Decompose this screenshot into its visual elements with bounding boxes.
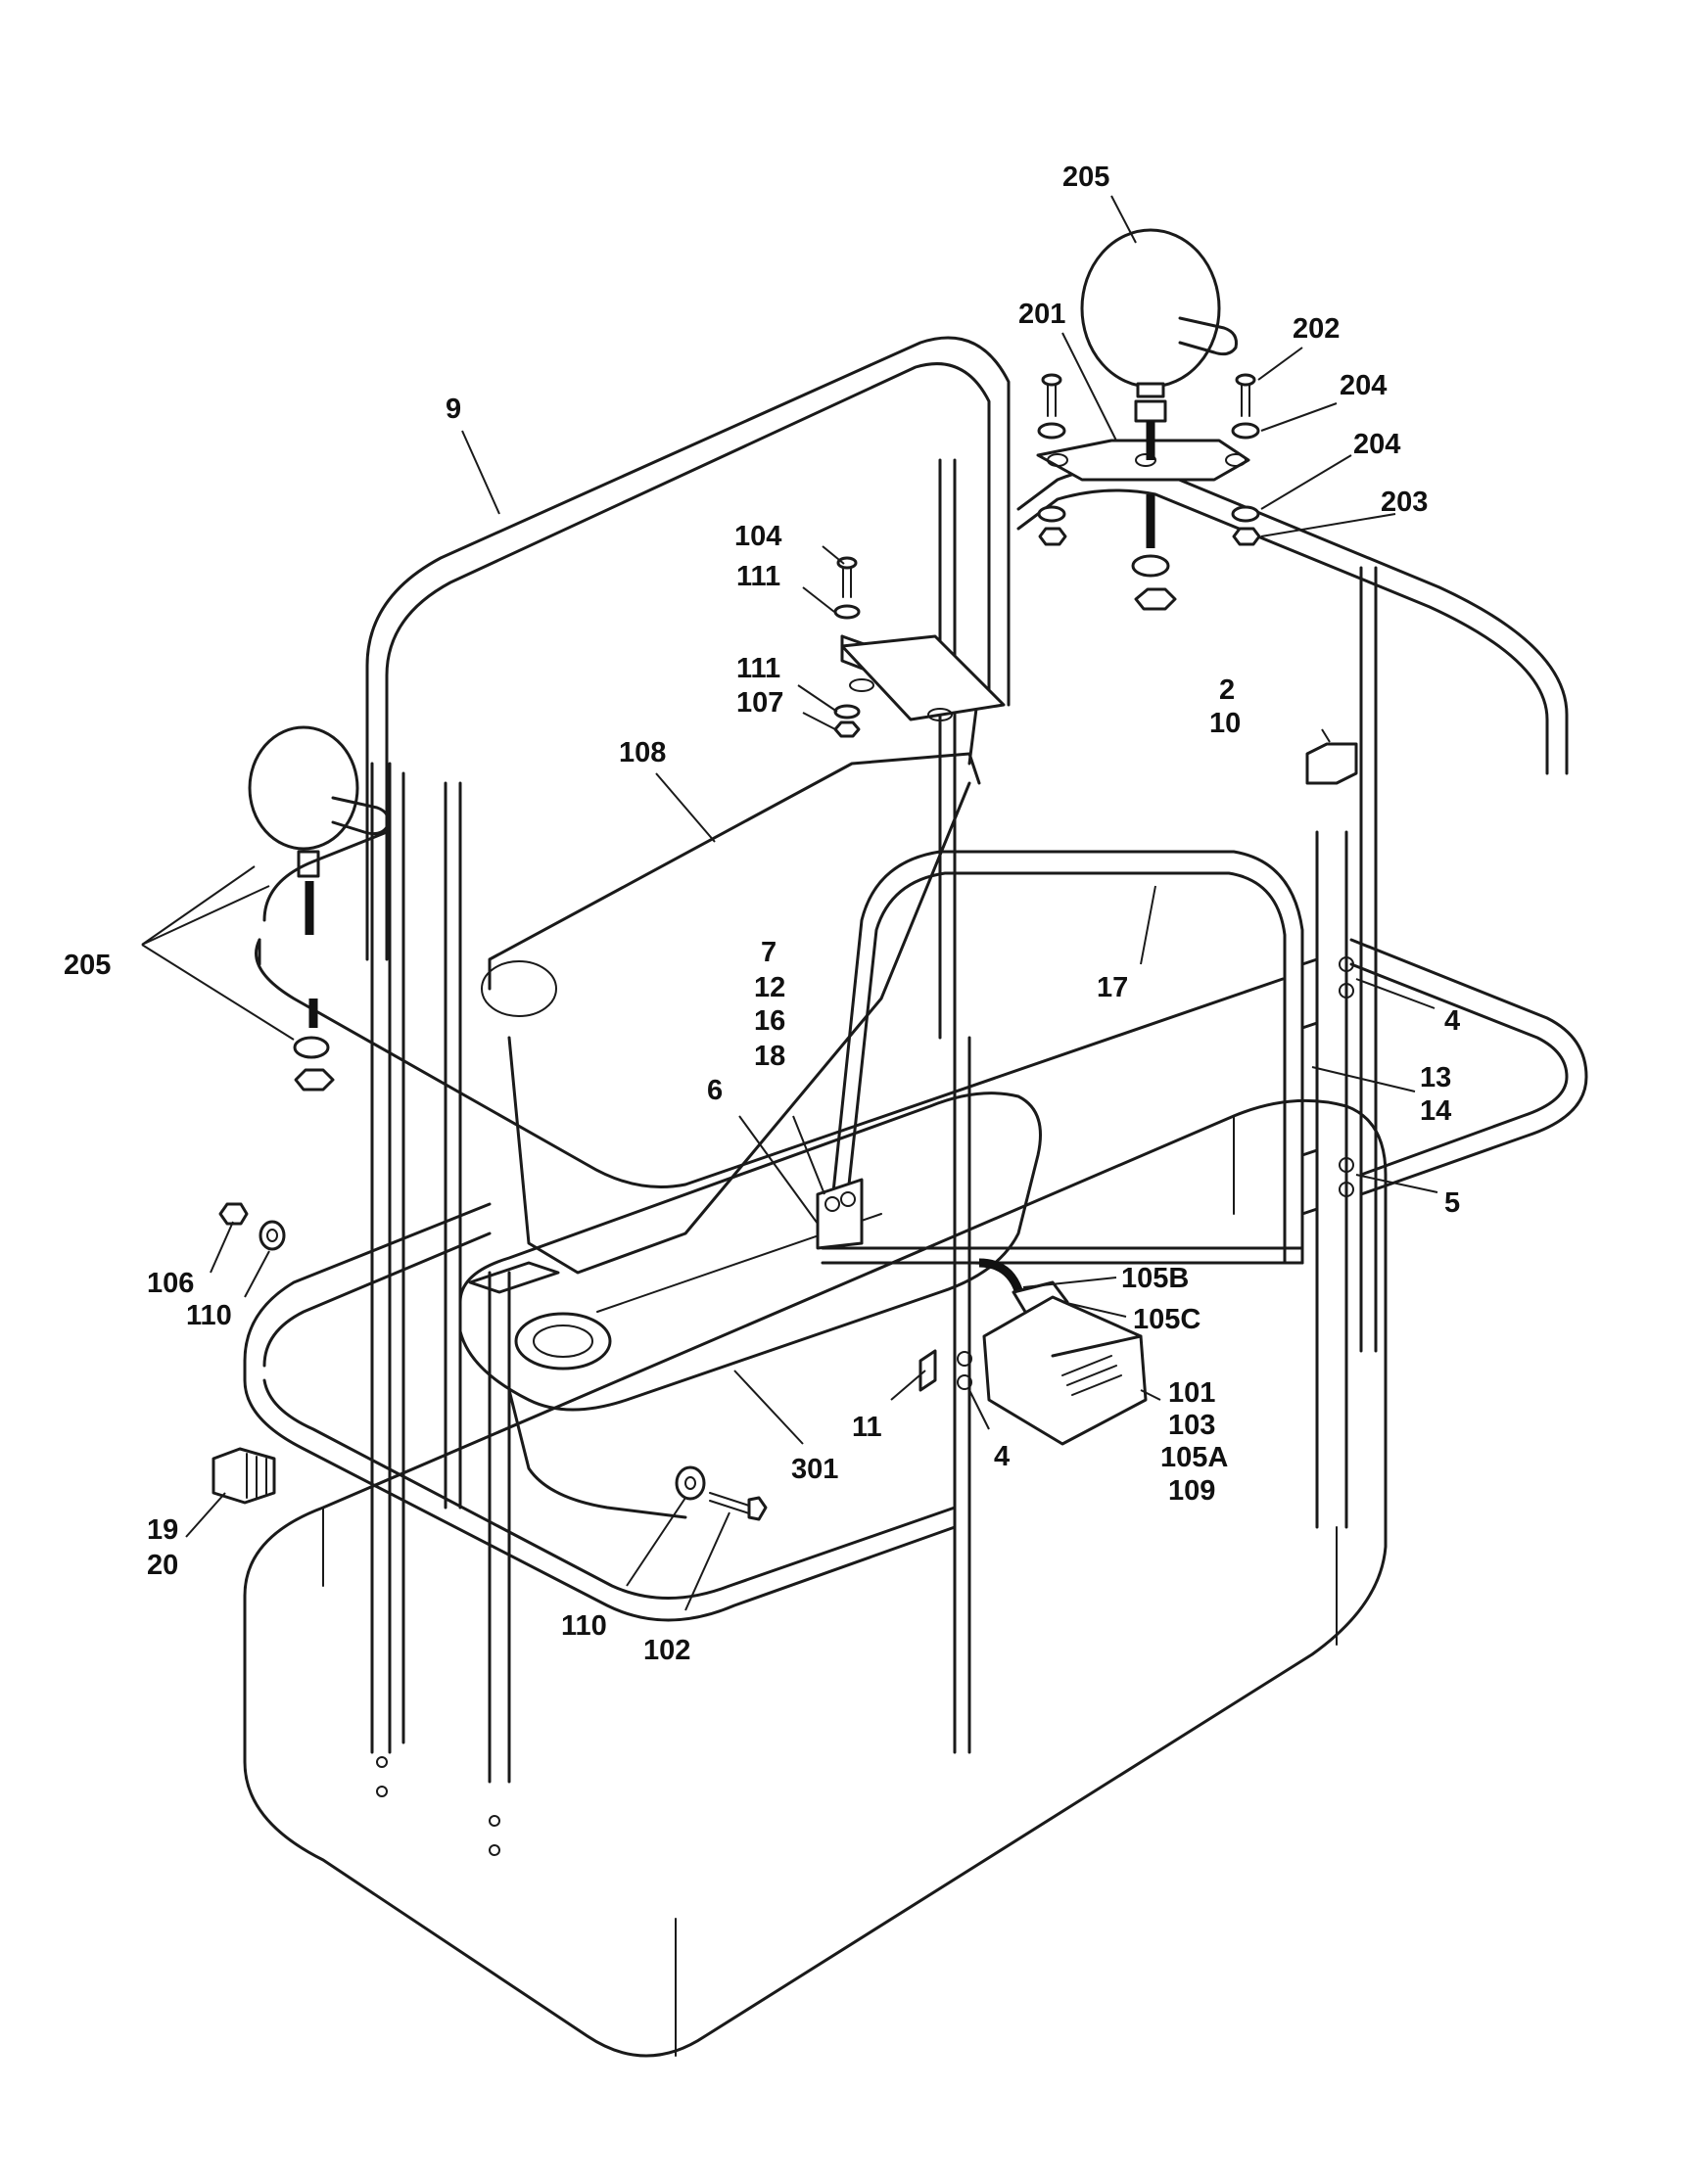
callout-110-a: 110 [186,1300,232,1331]
callout-205-top: 205 [1062,162,1109,193]
callout-14: 14 [1420,1095,1451,1127]
callout-204-b: 204 [1353,429,1400,460]
callout-205-left: 205 [64,950,111,981]
platform-floor [243,1098,1388,2058]
callout-105B: 105B [1121,1263,1189,1294]
callout-10: 10 [1209,708,1241,739]
callout-18: 18 [754,1041,785,1072]
callout-203: 203 [1381,487,1428,518]
callout-202: 202 [1293,313,1340,345]
entry-gate [825,850,1304,1265]
foot-console [458,1092,1042,1519]
light-bracket-top [1036,439,1250,482]
callout-2: 2 [1219,674,1235,706]
end-plug [212,1447,276,1505]
callout-111-b: 111 [736,653,780,684]
upper-bracket [840,634,1006,721]
callout-102: 102 [643,1635,690,1666]
callout-104: 104 [734,521,781,552]
callout-110-b: 110 [561,1610,607,1642]
callout-7: 7 [761,937,777,968]
callout-9: 9 [446,394,461,425]
callout-19: 19 [147,1514,178,1546]
bracket-hardware [833,556,861,738]
leader-lines [141,195,1438,1611]
callout-301: 301 [791,1454,838,1485]
foot-switch [972,1258,1148,1446]
beacon-light-top [1080,228,1238,611]
callout-5: 5 [1444,1187,1460,1219]
callout-12: 12 [754,972,785,1003]
callout-17: 17 [1097,972,1128,1003]
callout-101: 101 [1168,1377,1215,1409]
callout-103: 103 [1168,1410,1215,1441]
callout-109: 109 [1168,1475,1215,1507]
callout-106: 106 [147,1268,194,1299]
callout-108: 108 [619,737,666,768]
callout-6: 6 [707,1075,723,1106]
callout-20: 20 [147,1550,178,1581]
top-hardware [1037,373,1261,546]
callout-11: 11 [852,1412,882,1443]
lower-hardware [675,1465,768,1521]
gate-latch-items [816,956,1354,1392]
callout-201: 201 [1018,299,1065,330]
callout-4-a: 4 [1444,1005,1460,1037]
callout-204-a: 204 [1340,370,1387,401]
callout-105A: 105A [1160,1442,1228,1473]
callout-16: 16 [754,1005,785,1037]
callout-13: 13 [1420,1062,1451,1093]
callout-labels: 205 201 202 204 204 203 9 104 111 111 10… [64,162,1460,1666]
beacon-light-left [248,725,390,1092]
callout-4-b: 4 [994,1441,1010,1472]
left-hardware [218,1202,286,1251]
callout-107: 107 [736,687,783,719]
end-cap-top [1305,742,1358,785]
callout-111-a: 111 [736,561,780,592]
middle-rail [255,830,1588,1265]
callout-105C: 105C [1133,1304,1201,1335]
toolbox [481,634,981,1275]
lower-rail [243,1202,957,1622]
